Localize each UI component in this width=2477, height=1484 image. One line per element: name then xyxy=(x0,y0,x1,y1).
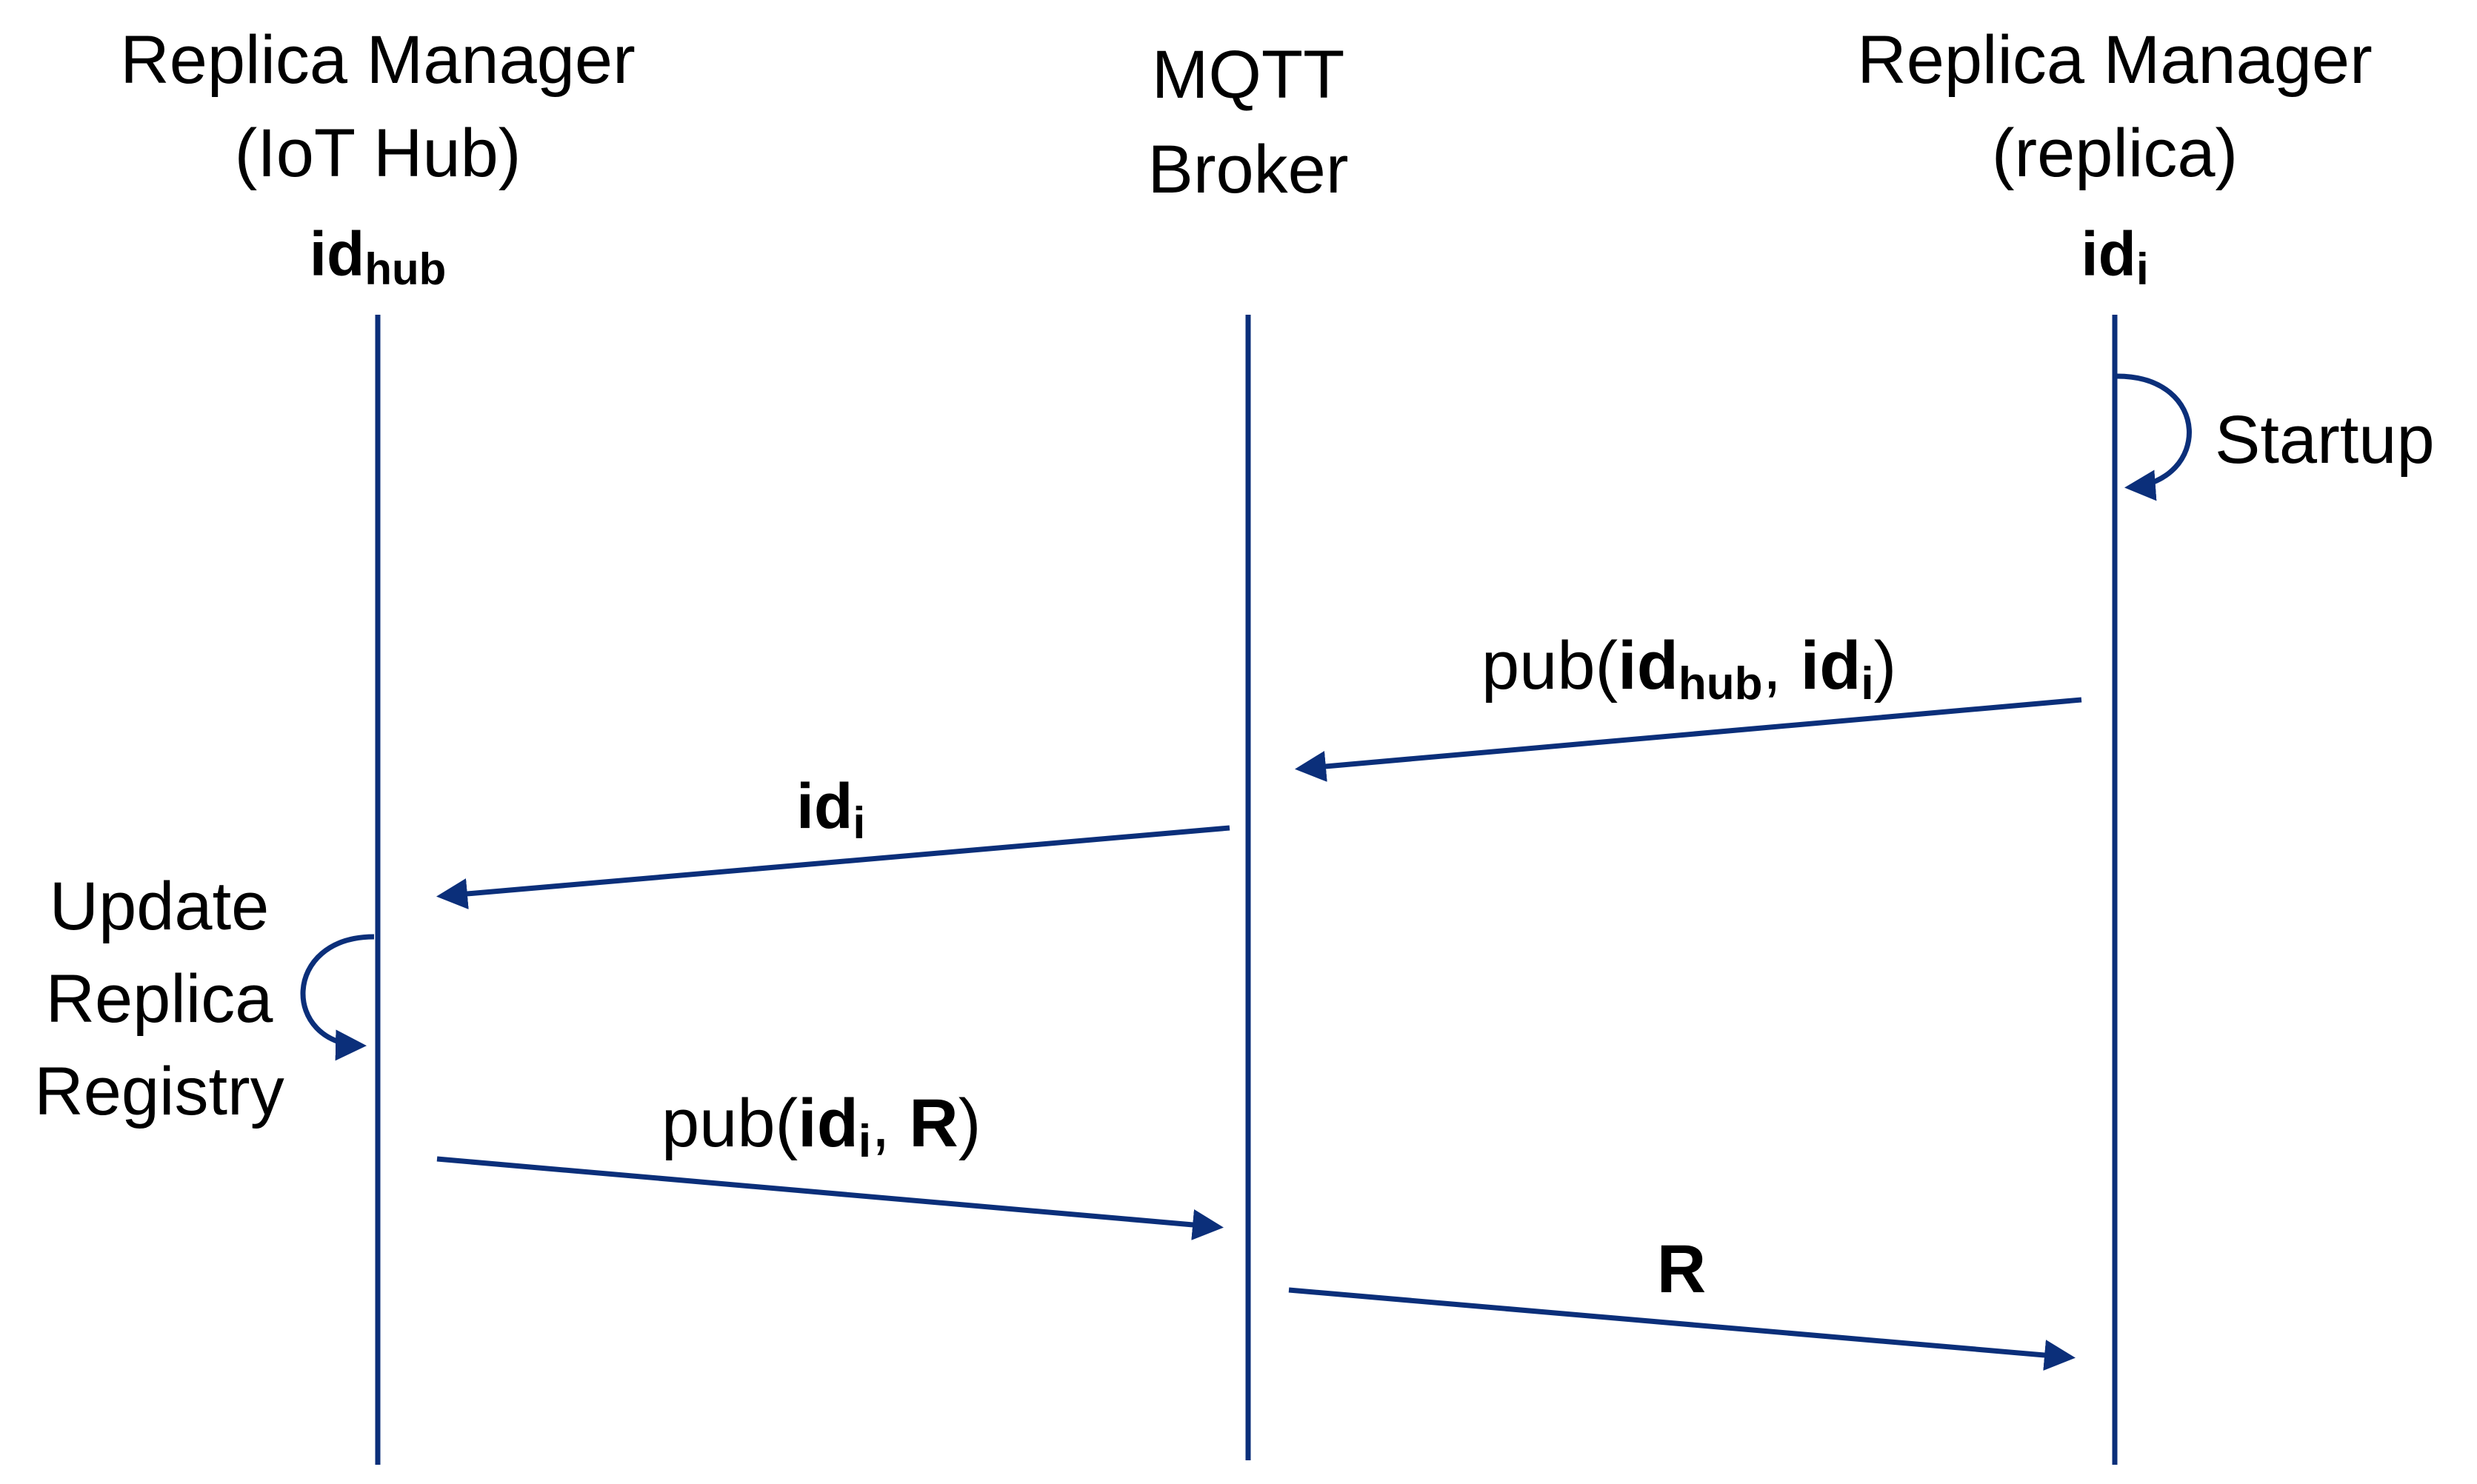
message-label-3-b: R xyxy=(909,1086,958,1161)
update-registry-self-arrow xyxy=(300,934,375,1061)
message-label-3-suffix: ) xyxy=(959,1086,981,1161)
update-registry-label-line1: Update xyxy=(50,869,270,944)
message-label-1-prefix: pub( xyxy=(1481,628,1618,703)
update-registry-label-line3: Registry xyxy=(34,1054,284,1129)
message-arrow-2 xyxy=(436,825,1230,909)
participant-iot-hub-name-line2: (IoT Hub) xyxy=(235,116,521,191)
participant-replica-name-line2: (replica) xyxy=(1992,116,2238,191)
participant-iot-hub-id: idhub xyxy=(310,219,447,294)
message-label-1-a: id xyxy=(1618,628,1678,703)
participant-replica-name-line1: Replica Manager xyxy=(1857,22,2372,98)
message-label-1-b-sub: i xyxy=(1861,658,1873,709)
message-label-2-main: id xyxy=(796,771,853,842)
message-label-3-a-sub: i xyxy=(859,1116,871,1167)
participant-replica-id: idi xyxy=(2081,219,2148,294)
message-label-1-suffix: ) xyxy=(1874,628,1897,703)
message-label-2: idi xyxy=(796,771,865,848)
message-label-4: R xyxy=(1657,1231,1706,1307)
message-arrow-1 xyxy=(1295,697,2082,782)
participant-mqtt-broker-name-line1: MQTT xyxy=(1152,37,1345,113)
message-arrow-3 xyxy=(436,1156,1224,1240)
participant-iot-hub-id-main: id xyxy=(310,219,365,289)
message-label-3: pub(idi, R) xyxy=(661,1086,981,1167)
message-label-1: pub(idhub, idi) xyxy=(1481,628,1896,709)
participant-replica: Replica Manager (replica) idi xyxy=(1857,22,2372,294)
message-label-1-b: id xyxy=(1801,628,1861,703)
message-label-3-a: id xyxy=(798,1086,859,1161)
participant-replica-id-sub: i xyxy=(2136,244,2149,294)
participant-mqtt-broker-name-line2: Broker xyxy=(1148,132,1349,207)
participant-replica-id-main: id xyxy=(2081,219,2136,289)
participant-iot-hub-id-sub: hub xyxy=(364,244,446,294)
participant-iot-hub: Replica Manager (IoT Hub) idhub xyxy=(120,22,635,294)
update-registry-label-line2: Replica xyxy=(46,961,274,1037)
message-label-3-sep: , xyxy=(871,1086,909,1161)
participant-iot-hub-name-line1: Replica Manager xyxy=(120,22,635,98)
message-arrow-4 xyxy=(1288,1287,2076,1371)
message-label-2-sub: i xyxy=(853,798,865,848)
message-label-1-sep: , xyxy=(1763,628,1801,703)
message-label-1-a-sub: hub xyxy=(1678,658,1763,709)
message-label-3-prefix: pub( xyxy=(661,1086,798,1161)
startup-label: Startup xyxy=(2215,402,2435,478)
participant-mqtt-broker: MQTT Broker xyxy=(1148,37,1349,207)
startup-self-arrow xyxy=(2116,373,2192,501)
